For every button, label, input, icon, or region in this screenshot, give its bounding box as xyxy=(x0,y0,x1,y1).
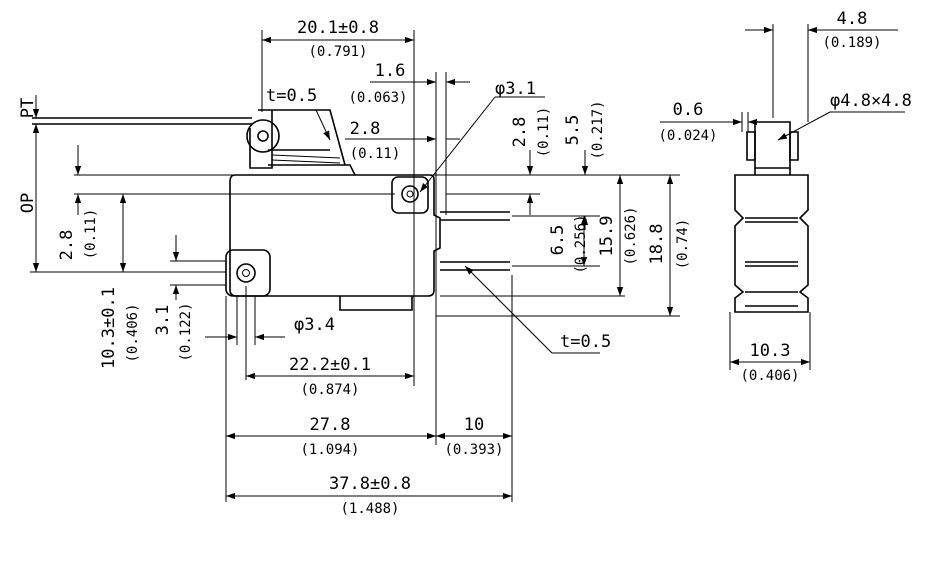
left-mounting-hole-frame xyxy=(225,249,271,297)
hole-spacing-inch: (0.874) xyxy=(300,382,359,398)
pin-spacing-inch: (0.256) xyxy=(573,214,589,273)
op-label: OP xyxy=(18,193,38,213)
pin-height-mm: 15.9 xyxy=(597,216,617,257)
dimension-lines xyxy=(32,36,674,500)
body-height-inch: (0.74) xyxy=(675,219,691,270)
body-height-mm: 18.8 xyxy=(647,224,667,265)
pin-spacing-mm: 6.5 xyxy=(548,225,568,256)
hole-left-height-inch: (0.406) xyxy=(125,303,141,362)
switch-body xyxy=(229,174,441,297)
overall-length-inch: (1.488) xyxy=(340,501,399,517)
side-offset-mm: 0.6 xyxy=(673,100,704,120)
body-top-step xyxy=(268,164,356,176)
top-width-mm: 20.1±0.8 xyxy=(297,18,379,38)
pin-offset-inch: (0.11) xyxy=(350,146,401,162)
pin-offset-mm: 2.8 xyxy=(350,119,381,139)
op-offset-mm: 2.8 xyxy=(57,230,77,261)
hole-top-diameter-label: φ3.1 xyxy=(495,79,536,99)
side-width-top-mm: 4.8 xyxy=(837,9,868,29)
vertical-pin-offset-mm: 2.8 xyxy=(510,117,530,148)
hole-left-offset-inch: (0.122) xyxy=(178,302,194,361)
hole-spacing-mm: 22.2±0.1 xyxy=(289,355,371,375)
side-roller-label: φ4.8×4.8 xyxy=(830,91,912,111)
side-body xyxy=(734,174,809,313)
side-view xyxy=(660,24,905,370)
roller-bracket xyxy=(249,110,273,169)
side-roller xyxy=(754,121,791,169)
overall-length-mm: 37.8±0.8 xyxy=(329,474,411,494)
vertical-top-offset-mm: 5.5 xyxy=(563,115,583,146)
vertical-pin-offset-inch: (0.11) xyxy=(536,107,552,158)
hole-left-offset-mm: 3.1 xyxy=(153,305,173,336)
vertical-top-offset-inch: (0.217) xyxy=(590,100,606,159)
terminal-length-mm: 10 xyxy=(464,415,484,435)
front-view xyxy=(32,109,510,311)
terminal-top xyxy=(440,211,510,221)
op-offset-inch: (0.11) xyxy=(83,209,99,260)
top-mounting-hole xyxy=(401,185,419,203)
terminal-bottom xyxy=(440,261,510,271)
side-offset-inch: (0.024) xyxy=(658,128,717,144)
extension-lines xyxy=(30,30,680,502)
actuator-thickness-label: t=0.5 xyxy=(266,86,317,106)
lever xyxy=(258,109,346,166)
lever-arm xyxy=(32,117,252,125)
dimension-labels: 20.1±0.8 (0.791) 1.6 (0.063) t=0.5 2.8 (… xyxy=(18,9,912,517)
pin-thickness-inch: (0.063) xyxy=(348,90,407,106)
hole-left-height-mm: 10.3±0.1 xyxy=(99,287,119,369)
pin-thickness-mm: 1.6 xyxy=(375,61,406,81)
top-mounting-hole-frame xyxy=(391,176,429,214)
body-length-mm: 27.8 xyxy=(310,415,351,435)
side-width-inch: (0.406) xyxy=(740,368,799,384)
pt-label: PT xyxy=(18,98,38,118)
body-length-inch: (1.094) xyxy=(300,442,359,458)
pin-height-inch: (0.626) xyxy=(623,206,639,265)
top-width-inch: (0.791) xyxy=(308,44,367,60)
terminal-thickness-label: t=0.5 xyxy=(560,332,611,352)
terminal-length-inch: (0.393) xyxy=(444,442,503,458)
roller xyxy=(246,119,280,153)
left-mounting-hole xyxy=(236,263,256,283)
side-width-top-inch: (0.189) xyxy=(822,35,881,51)
body-bottom-step xyxy=(339,296,413,311)
hole-left-diameter-label: φ3.4 xyxy=(294,315,335,335)
side-width-mm: 10.3 xyxy=(750,341,791,361)
